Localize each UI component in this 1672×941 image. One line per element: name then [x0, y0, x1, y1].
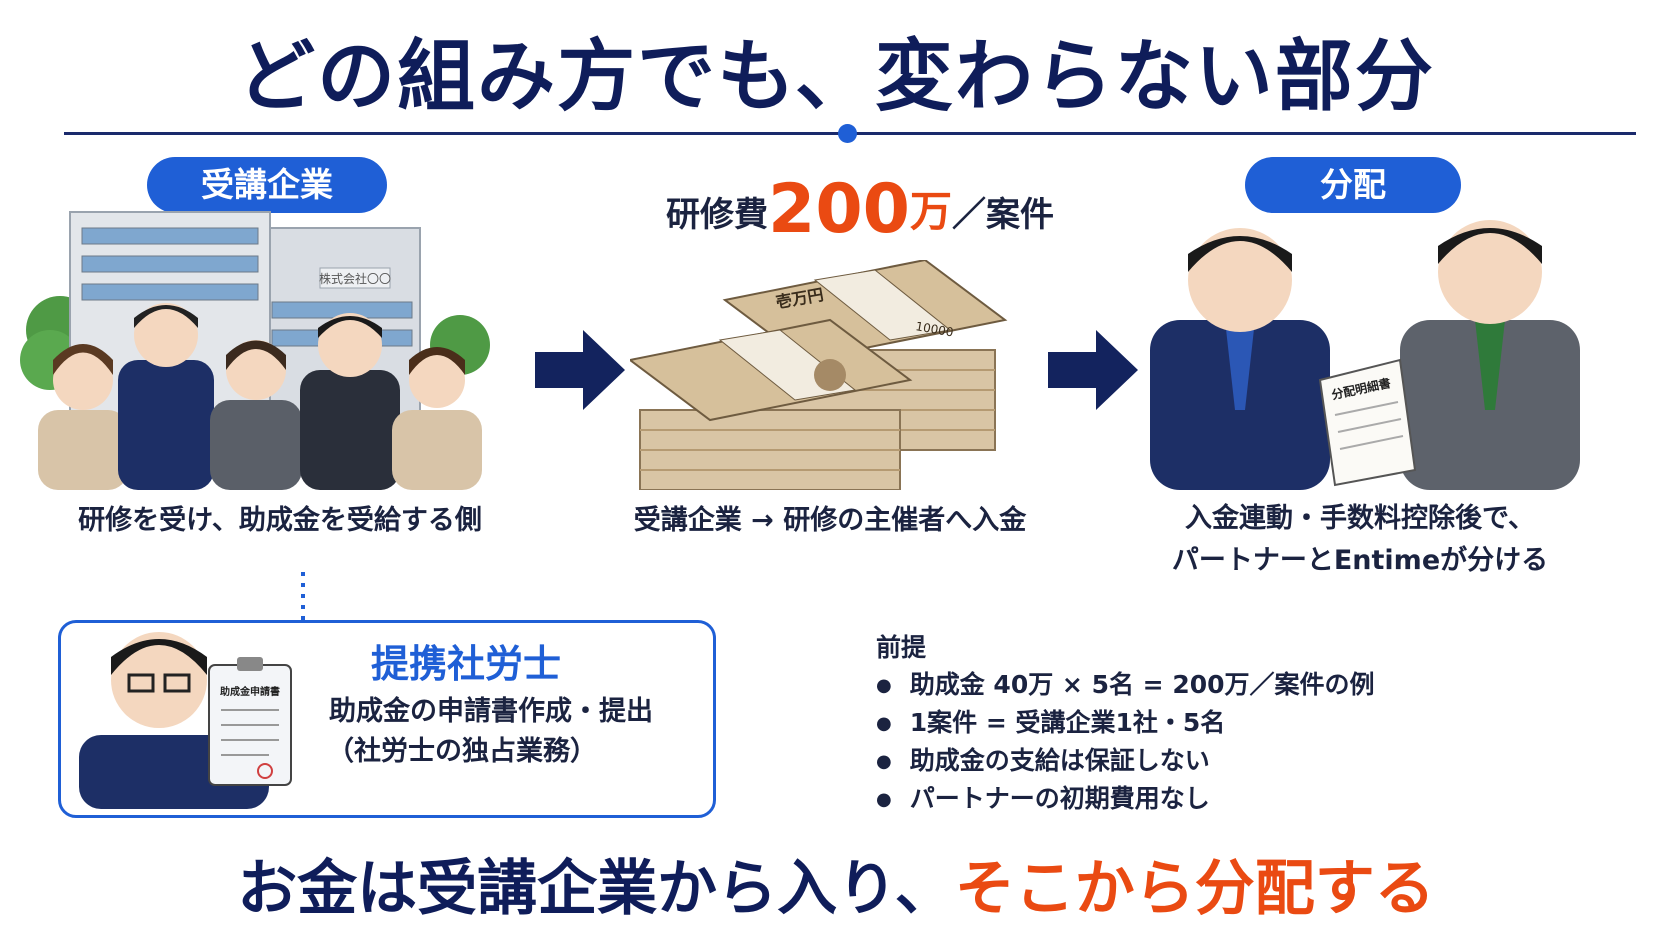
bottom-message-part1: お金は受講企業から入り、 — [237, 854, 955, 924]
handover-illustration: 分配明細書 — [1150, 220, 1580, 490]
distribution-caption: 入金連動・手数料控除後で、 パートナーとEntimeが分ける — [1110, 498, 1610, 582]
card-line1: 助成金の申請書作成・提出 — [329, 696, 653, 727]
premise-item: 助成金 40万 × 5名 = 200万／案件の例 — [876, 666, 1436, 704]
card-line2: （社労士の独占業務） — [327, 736, 597, 767]
premise-list: 助成金 40万 × 5名 = 200万／案件の例 1案件 = 受講企業1社・5名… — [876, 666, 1436, 818]
premise-item: 1案件 = 受講企業1社・5名 — [876, 704, 1436, 742]
fee-label: 研修費200万／案件 — [640, 170, 1080, 249]
money-caption: 受講企業 → 研修の主催者へ入金 — [633, 505, 1027, 536]
divider-dot — [838, 124, 857, 143]
bill-value: 10000 — [914, 319, 954, 339]
page-title: どの組み方でも、変わらない部分 — [237, 32, 1435, 122]
distribution-caption-line1: 入金連動・手数料控除後で、 — [1185, 503, 1535, 534]
premise-item: 助成金の支給は保証しない — [876, 742, 1436, 780]
company-caption: 研修を受け、助成金を受給する側 — [78, 505, 482, 536]
premise-item: パートナーの初期費用なし — [876, 780, 1436, 818]
fee-label-text: 研修費 — [666, 195, 769, 235]
arrow-right-icon — [535, 330, 625, 410]
fee-amount: 200 — [768, 170, 910, 249]
dotted-connector — [301, 572, 305, 620]
company-pill: 受講企業 — [147, 157, 387, 213]
card-title: 提携社労士 — [370, 642, 561, 686]
bottom-message: お金は受講企業から入り、そこから分配する — [0, 840, 1672, 927]
fee-unit: 万 — [909, 187, 952, 236]
clipboard-title: 助成金申請書 — [220, 685, 280, 698]
premise-heading: 前提 — [876, 633, 927, 662]
trainee-group — [38, 303, 482, 490]
bottom-message-highlight: そこから分配する — [954, 854, 1435, 924]
building-sign: 株式会社〇〇 — [319, 271, 391, 286]
distribution-caption-line2: パートナーとEntimeが分ける — [1171, 545, 1549, 576]
partner-card: 助成金申請書 提携社労士 助成金の申請書作成・提出 （社労士の独占業務） — [58, 620, 716, 818]
fee-suffix: ／案件 — [951, 195, 1054, 235]
company-illustration: 株式会社〇〇 — [20, 211, 490, 490]
distribution-pill: 分配 — [1245, 157, 1461, 213]
money-stack-illustration: 壱万円 10000 — [630, 260, 1008, 490]
sharoushi-illustration: 助成金申請書 — [79, 632, 292, 809]
arrow-right-icon — [1048, 330, 1138, 410]
